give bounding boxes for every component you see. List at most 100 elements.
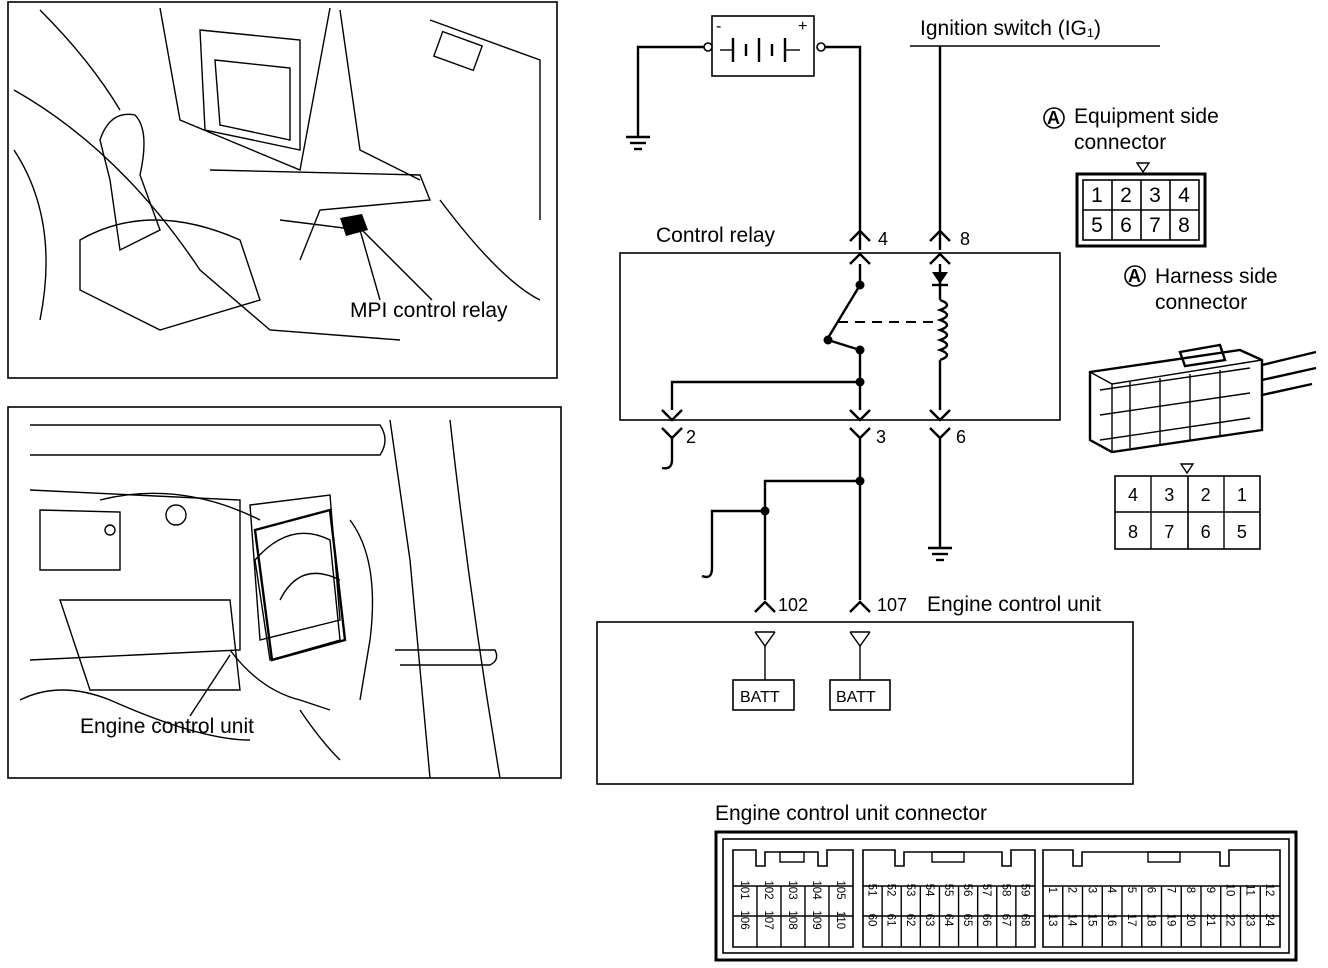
ecu-pin-10: 10 bbox=[1224, 884, 1236, 897]
equipment-pin-8: 8 bbox=[1178, 214, 1190, 237]
ecu-pin-109: 109 bbox=[810, 910, 822, 929]
pin3-arrows bbox=[849, 409, 871, 440]
ecu-pin-22: 22 bbox=[1224, 914, 1236, 927]
ecu-pin-14: 14 bbox=[1066, 914, 1078, 927]
ground-symbol-battery bbox=[626, 135, 650, 151]
battery-pos-terminal bbox=[816, 42, 826, 52]
console-sketch bbox=[13, 7, 541, 341]
badge-a-harness bbox=[1124, 265, 1146, 287]
battery: - + bbox=[703, 15, 826, 77]
ecu-box-drawing bbox=[189, 508, 347, 717]
ecu-pin-57: 57 bbox=[980, 884, 992, 897]
ecu-pin-108: 108 bbox=[786, 910, 798, 929]
ecu107-arrow bbox=[849, 600, 871, 613]
relay-coil bbox=[936, 298, 949, 362]
ecu-pin-67: 67 bbox=[999, 914, 1011, 927]
branch-stub bbox=[701, 509, 765, 579]
ecu-pin-64: 64 bbox=[942, 914, 954, 927]
ecu-pin-105: 105 bbox=[834, 880, 846, 899]
ecu-pin-2: 2 bbox=[1066, 887, 1078, 893]
ecu-pin-55: 55 bbox=[942, 884, 954, 897]
ecu-pin-59: 59 bbox=[1018, 884, 1030, 897]
ecu-pin-62: 62 bbox=[904, 914, 916, 927]
harness-pin-1: 1 bbox=[1237, 485, 1247, 505]
ecu-pin-5: 5 bbox=[1125, 887, 1137, 893]
ecu-pin-21: 21 bbox=[1204, 914, 1216, 927]
ecu102-arrow bbox=[754, 600, 776, 613]
photo-frame-top bbox=[7, 1, 558, 379]
ecu-pin-11: 11 bbox=[1243, 884, 1255, 896]
ecu-pin-20: 20 bbox=[1184, 914, 1196, 927]
battery-neg-terminal bbox=[703, 42, 713, 52]
equipment-pin-1: 1 bbox=[1091, 184, 1103, 207]
batt-label-107: BATT bbox=[836, 689, 876, 706]
equipment-pin-5: 5 bbox=[1091, 214, 1103, 237]
schematic: - + Ignition switch (IG₁) Control relay bbox=[596, 15, 1160, 785]
ecu-pin-56: 56 bbox=[961, 884, 973, 897]
ecu-pin-106: 106 bbox=[738, 910, 750, 929]
ecu-pin-102: 102 bbox=[778, 595, 808, 615]
ecu-pin-102: 102 bbox=[762, 880, 774, 899]
relay-pin-6: 6 bbox=[956, 427, 966, 447]
ecu-pin-60: 60 bbox=[866, 914, 878, 927]
ecu-batt-107: BATT bbox=[829, 631, 891, 711]
harness-pin-5: 5 bbox=[1237, 522, 1247, 542]
pin4-arrows bbox=[849, 229, 871, 265]
pin8-arrows bbox=[929, 229, 951, 265]
photo-panel-ecu: Engine control unit bbox=[7, 406, 562, 779]
harness-key-marker bbox=[1179, 463, 1195, 475]
ecu-connector-title: Engine control unit connector bbox=[715, 802, 987, 825]
badge-a-equipment-letter: A bbox=[1047, 108, 1060, 128]
ecu-pin-66: 66 bbox=[980, 914, 992, 927]
ecu-pin-107: 107 bbox=[877, 595, 907, 615]
ecu-pin-18: 18 bbox=[1145, 914, 1157, 927]
branch-to-ecu102 bbox=[763, 479, 860, 600]
ecu-pin-3: 3 bbox=[1085, 887, 1097, 893]
control-relay-label: Control relay bbox=[656, 224, 776, 247]
ecu-pin-107: 107 bbox=[762, 910, 774, 929]
pin6-arrows bbox=[929, 409, 951, 440]
switch-arm bbox=[826, 284, 862, 339]
caption-engine-control-unit: Engine control unit bbox=[80, 715, 254, 738]
ecu-pin-51: 51 bbox=[866, 884, 878, 897]
battery-ground-wire bbox=[636, 45, 704, 137]
ecu-pin-16: 16 bbox=[1105, 914, 1117, 927]
harness-pin-2: 2 bbox=[1201, 485, 1211, 505]
relay-block-drawing bbox=[340, 214, 433, 301]
coil-diode bbox=[932, 272, 948, 284]
equipment-pin-2: 2 bbox=[1120, 184, 1132, 207]
leader-line-relay bbox=[359, 227, 433, 301]
ecu-pin-61: 61 bbox=[885, 914, 897, 927]
ecu-pin-17: 17 bbox=[1125, 914, 1137, 927]
badge-a-equipment bbox=[1043, 107, 1065, 129]
ecu-pin-68: 68 bbox=[1018, 914, 1030, 927]
equipment-title-2: connector bbox=[1074, 131, 1166, 154]
ecu-pin-52: 52 bbox=[885, 884, 897, 897]
equipment-connector-body bbox=[1075, 172, 1207, 248]
batt-label-102: BATT bbox=[740, 689, 780, 706]
relay-pin-8: 8 bbox=[960, 229, 970, 249]
ecu-batt-102: BATT bbox=[732, 631, 795, 711]
equipment-key-marker bbox=[1135, 162, 1151, 174]
ecu-pin-53: 53 bbox=[904, 884, 916, 897]
ecu-connector-body bbox=[714, 830, 1298, 962]
ecu-pin-7: 7 bbox=[1164, 887, 1176, 893]
ecu-label: Engine control unit bbox=[927, 593, 1101, 616]
badge-a-harness-letter: A bbox=[1128, 266, 1141, 286]
pin2-wire-stub bbox=[661, 438, 674, 470]
equipment-pin-3: 3 bbox=[1149, 184, 1161, 207]
ecu-pin-12: 12 bbox=[1263, 884, 1275, 897]
battery-positive-wire bbox=[825, 45, 862, 250]
ecu-pin-23: 23 bbox=[1243, 914, 1255, 927]
equipment-pin-4: 4 bbox=[1178, 184, 1190, 207]
harness-pin-3: 3 bbox=[1164, 485, 1174, 505]
relay-to-pin2 bbox=[670, 380, 860, 410]
